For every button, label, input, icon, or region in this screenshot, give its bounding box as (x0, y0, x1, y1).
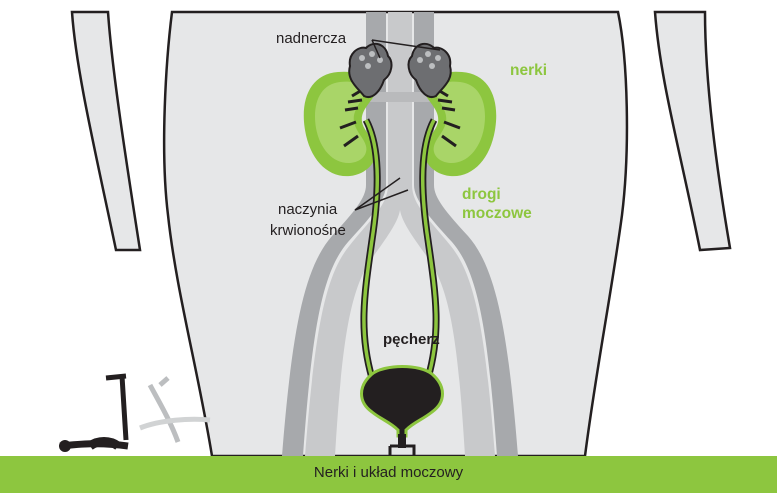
blood-vessels-label-line1: naczynia (278, 201, 337, 218)
figure-caption: Nerki i układ moczowy (0, 464, 777, 481)
exercising-figure (59, 376, 210, 452)
bladder-label: pęcherz (383, 331, 440, 348)
blood-vessels-label-line2: krwionośne (270, 222, 346, 239)
kidneys-label: nerki (510, 62, 547, 80)
right-arm (655, 12, 730, 250)
adrenal-glands-label: nadnercza (276, 30, 346, 47)
urinary-tract-label-line1: drogi (462, 186, 501, 204)
urinary-tract-label-line2: moczowe (462, 205, 532, 223)
left-arm (72, 12, 140, 250)
